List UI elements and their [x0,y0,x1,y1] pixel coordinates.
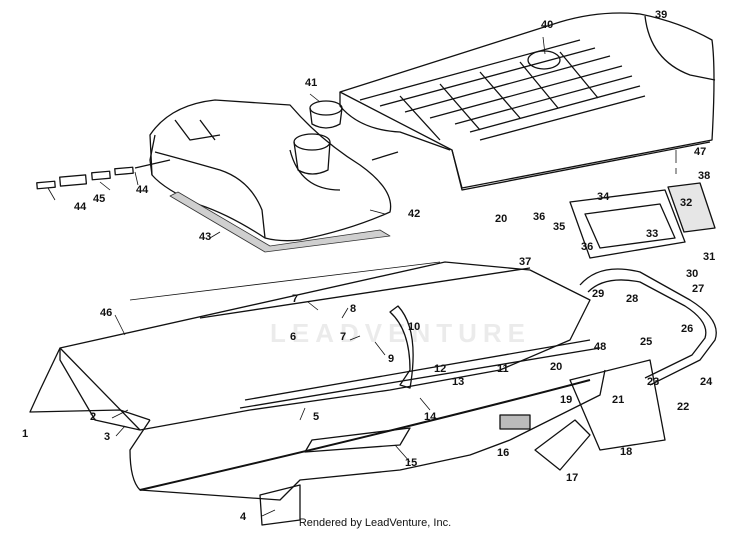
callout-11: 11 [497,363,509,375]
callout-27: 27 [692,283,704,295]
credit-line: Rendered by LeadVenture, Inc. [298,517,452,529]
callout-24: 24 [700,376,713,388]
callout-1: 1 [22,428,28,440]
callout-19: 19 [560,394,572,406]
callout-31: 31 [703,251,715,263]
callout-35: 35 [553,221,565,233]
bumper [579,268,717,386]
callout-20: 20 [495,213,507,225]
callout-10: 10 [408,321,420,333]
callout-46: 46 [100,307,112,319]
callout-14: 14 [424,411,437,423]
bracket-17 [534,419,591,471]
callout-22: 22 [677,401,689,413]
callout-15: 15 [405,457,417,469]
callout-30: 30 [686,268,698,280]
callout-34: 34 [597,191,610,203]
callout-42: 42 [408,208,420,220]
callout-43: 43 [199,231,211,243]
callout-8: 8 [350,303,356,315]
tank-pad [169,191,391,253]
seat-knob [527,50,561,70]
callout-37: 37 [519,256,531,268]
leader-lines [47,36,677,517]
callout-38: 38 [698,170,710,182]
callout-32: 32 [680,197,692,209]
callout-44: 44 [74,201,87,213]
strap [389,305,414,389]
fuel-line [36,159,171,190]
callout-39: 39 [655,9,667,21]
callout-48: 48 [594,341,606,353]
reflector [499,414,531,430]
callout-4: 4 [240,511,247,523]
callout-28: 28 [626,293,638,305]
callout-33: 33 [646,228,658,240]
callout-3: 3 [104,431,110,443]
callout-2: 2 [90,411,96,423]
callout-18: 18 [620,446,632,458]
callout-36: 36 [533,211,545,223]
callout-12: 12 [434,363,446,375]
callout-7: 7 [340,331,346,343]
callout-13: 13 [452,376,464,388]
callout-26: 26 [681,323,693,335]
callout-17: 17 [566,472,578,484]
callout-44: 44 [136,184,149,196]
fuel-tank [149,99,392,242]
callout-20: 20 [550,361,562,373]
callout-23: 23 [647,376,659,388]
callout-25: 25 [640,336,652,348]
fuel-cap [309,100,343,129]
callout-5: 5 [313,411,319,423]
watermark: LEADVENTURE [270,318,532,348]
callout-40: 40 [541,19,553,31]
callout-21: 21 [612,394,624,406]
floor-pad [304,427,411,453]
side-panel [569,359,666,451]
taillight [569,182,716,259]
callout-9: 9 [388,353,394,365]
callout-16: 16 [497,447,509,459]
callout-41: 41 [305,77,317,89]
callout-7: 7 [292,293,298,305]
seat [339,12,716,191]
body-hood [29,261,606,501]
tow-bar [139,379,591,491]
callout-47: 47 [694,146,706,158]
callout-36: 36 [581,241,593,253]
callout-6: 6 [290,331,296,343]
callout-45: 45 [93,193,105,205]
bracket-4 [259,484,301,526]
callout-29: 29 [592,288,604,300]
